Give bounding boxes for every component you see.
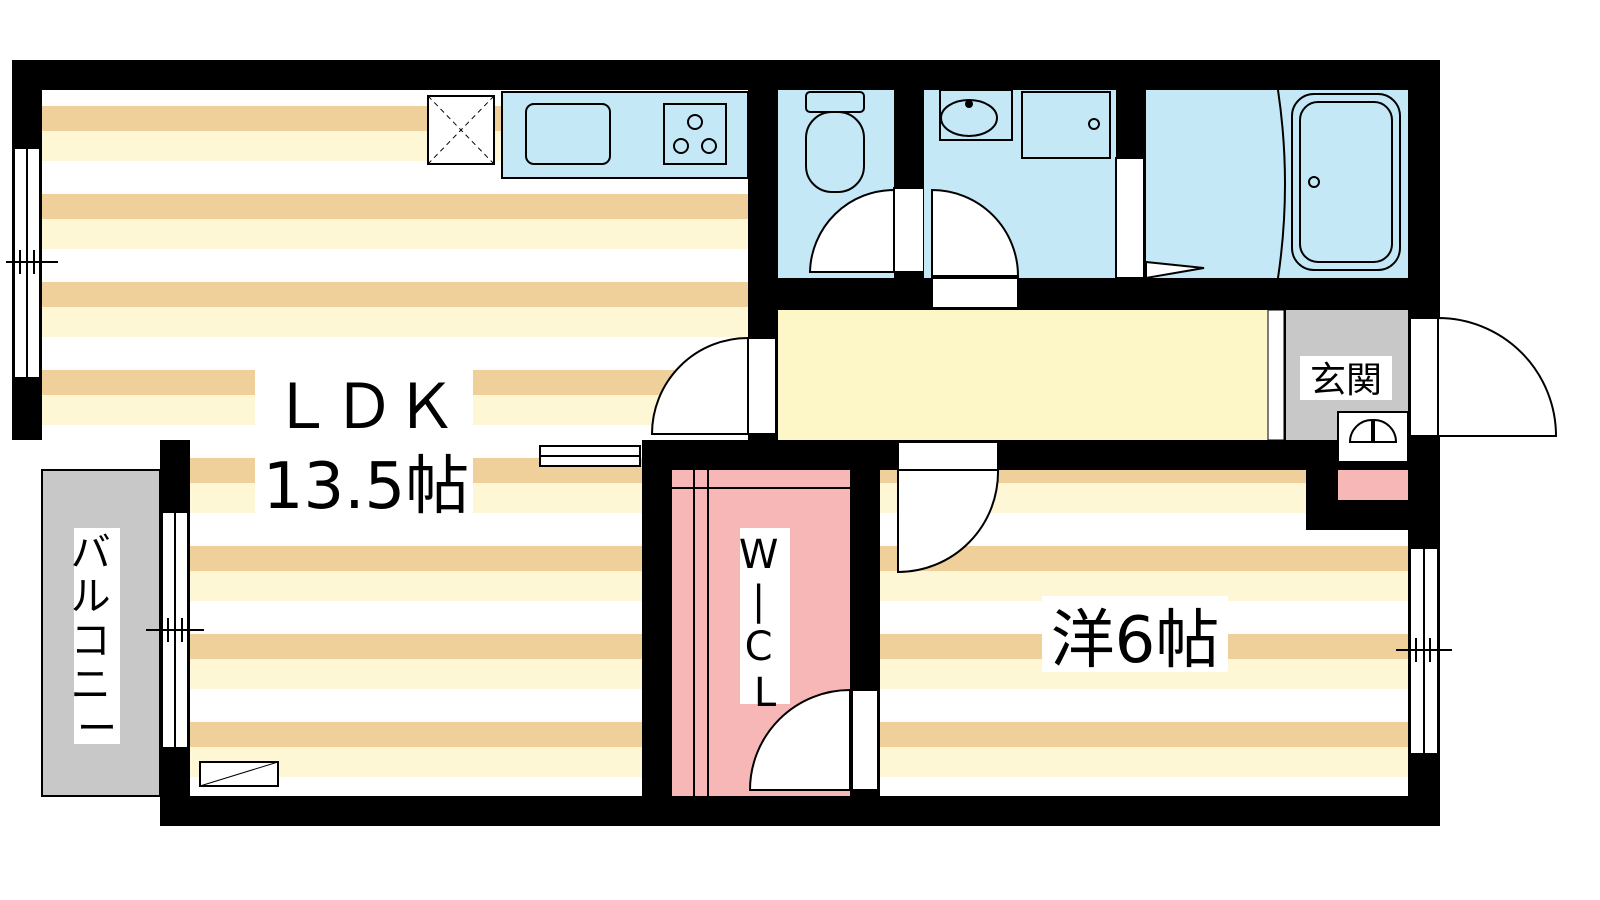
entrance-label-bg (1300, 356, 1392, 400)
washroom-door-swing (931, 188, 1020, 277)
burner-icon (701, 138, 717, 154)
balcony-label-char: ー (77, 706, 117, 752)
wic-door-jamb (851, 689, 879, 791)
washing-machine-space (1021, 91, 1111, 159)
bath-door-jamb (1115, 157, 1145, 279)
balcony-label-char: ル (71, 574, 111, 620)
toilet-door-swing (808, 188, 895, 273)
outlet-box-line (199, 761, 279, 787)
bathtub-drain (1308, 176, 1320, 188)
shoe-cabinet-door (1348, 418, 1373, 443)
entrance-door-swing (1437, 316, 1558, 437)
bath-door (1145, 260, 1205, 280)
entrance-door-jamb (1409, 317, 1439, 437)
wic-label: W | C L (739, 532, 791, 716)
toilet-bowl (805, 111, 865, 193)
bath-partition (1277, 89, 1286, 279)
entrance-label: 玄関 (1310, 360, 1382, 401)
fridge-cross (427, 95, 495, 165)
wic-label-char: C (745, 624, 773, 670)
ldk-label-bg (255, 360, 473, 516)
balcony-label-char: ニ (71, 662, 111, 708)
balcony-label-char: コ (71, 618, 111, 664)
balcony-label-bg (74, 528, 120, 744)
washing-machine-drain (1088, 118, 1100, 130)
wic-label-bg (740, 528, 790, 704)
faucet-icon (965, 100, 973, 108)
hall-door-jamb (747, 337, 777, 435)
shoe-cabinet-door (1373, 418, 1398, 443)
balcony-label-char: バ (71, 530, 111, 576)
balcony-label: バ ル コ ニ ー (71, 530, 124, 752)
bathtub (1291, 93, 1401, 271)
western-door-swing (897, 469, 1000, 574)
washroom-door-sill (931, 277, 1019, 309)
stove (663, 103, 727, 165)
bathtub-inner (1299, 101, 1393, 263)
toilet-tank (805, 91, 865, 113)
entrance-step (1267, 309, 1285, 441)
hallway (778, 310, 1268, 440)
wic-label-char: L (754, 670, 777, 716)
wic-label-char: | (752, 578, 765, 624)
toilet-door-jamb (893, 187, 925, 273)
ldk-name: ＬＤＫ (271, 370, 457, 443)
western-door-sill (897, 441, 999, 471)
burner-icon (687, 114, 703, 130)
burner-icon (673, 138, 689, 154)
kitchen-sink (525, 103, 611, 165)
hall-door-swing (650, 336, 749, 435)
ldk-size: 13.5帖 (263, 450, 470, 524)
western-label: 洋6帖 (1051, 604, 1220, 678)
wic-label-char: W (739, 532, 779, 578)
entrance-accent (1338, 470, 1408, 500)
western-label-bg (1042, 596, 1228, 672)
wic-door-swing (748, 688, 851, 791)
